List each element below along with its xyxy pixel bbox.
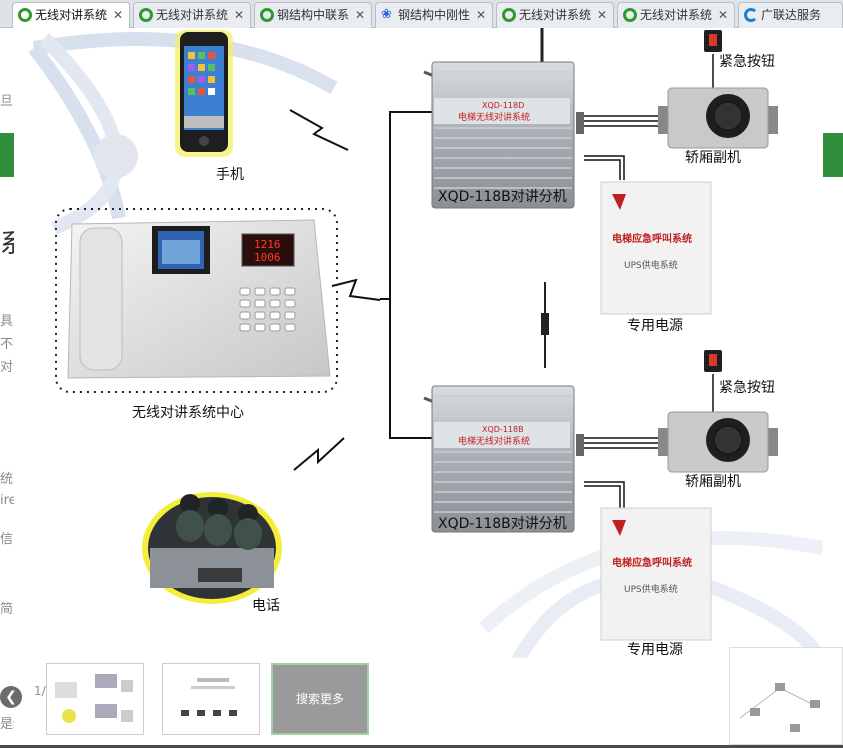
power-box-sub: UPS供电系统 bbox=[624, 583, 678, 595]
power-box-title: 电梯应急呼叫系统 bbox=[612, 232, 692, 245]
emergency-button-icon bbox=[704, 350, 722, 414]
power-box-title: 电梯应急呼叫系统 bbox=[612, 556, 692, 569]
cabin-label-bottom: 轿厢副机 bbox=[685, 474, 741, 490]
search-icon bbox=[623, 8, 637, 22]
bg-fragment: 简 bbox=[0, 602, 14, 617]
close-icon[interactable]: ✕ bbox=[596, 8, 607, 22]
tab-6[interactable]: 无线对讲系统✕ bbox=[617, 2, 735, 28]
tab-7[interactable]: 广联达服务 bbox=[738, 2, 843, 28]
thumbnail-preview bbox=[55, 674, 133, 723]
intercom-unit-bottom: XQD-118B 电梯无线对讲系统 bbox=[423, 385, 584, 533]
search-more-button[interactable]: 搜索更多 bbox=[271, 663, 369, 735]
page-counter: 1/ bbox=[34, 684, 46, 698]
emergency-button-icon bbox=[704, 30, 722, 90]
chevron-left-icon[interactable]: ❮ bbox=[0, 686, 22, 708]
display-line-1: 1216 bbox=[254, 238, 281, 251]
unit-plate-text: 电梯无线对讲系统 bbox=[458, 111, 530, 123]
related-image-thumbnail[interactable] bbox=[729, 647, 843, 745]
center-label: 无线对讲系统中心 bbox=[132, 405, 244, 421]
unit-model-text: XQD-118D bbox=[482, 101, 524, 110]
thumbnail-2[interactable] bbox=[162, 663, 260, 735]
antenna-icon bbox=[541, 282, 549, 368]
paw-icon: ❀ bbox=[381, 7, 392, 22]
power-supply-box: 电梯应急呼叫系统 UPS供电系统 bbox=[600, 507, 712, 641]
image-viewer: 手机 1216 1006 无线对讲系统中心 电话 bbox=[14, 28, 823, 670]
thumbnail-1[interactable] bbox=[46, 663, 144, 735]
close-icon[interactable]: ✕ bbox=[233, 8, 244, 22]
emergency-label-bottom: 紧急按钮 bbox=[719, 380, 775, 396]
power-label-top: 专用电源 bbox=[627, 318, 683, 334]
search-icon bbox=[260, 8, 274, 22]
telephone-operators-photo bbox=[142, 492, 282, 604]
cable-bottom bbox=[584, 437, 662, 508]
emergency-label-top: 紧急按钮 bbox=[719, 54, 775, 70]
cable-top bbox=[584, 115, 672, 180]
search-icon bbox=[502, 8, 516, 22]
cabin-speaker-icon bbox=[658, 411, 778, 473]
intercom-center-console: 1216 1006 bbox=[67, 219, 331, 379]
close-icon[interactable]: ✕ bbox=[354, 8, 365, 22]
bg-fragment: 统 bbox=[0, 472, 14, 487]
telephone-label: 电话 bbox=[252, 598, 280, 614]
cabin-speaker-icon bbox=[658, 87, 778, 149]
signal-zigzag-icon bbox=[331, 278, 381, 301]
intercom-unit-top: XQD-118D 电梯无线对讲系统 bbox=[423, 28, 584, 209]
signal-zigzag-icon bbox=[289, 109, 349, 151]
close-icon[interactable]: ✕ bbox=[717, 8, 728, 22]
tab-4[interactable]: ❀钢结构中刚性✕ bbox=[375, 2, 493, 28]
unit-model-text: XQD-118B bbox=[482, 425, 524, 434]
background-orb bbox=[94, 134, 138, 178]
power-label-bottom: 专用电源 bbox=[627, 642, 683, 658]
thumbnail-preview bbox=[739, 683, 821, 732]
thumbnail-preview bbox=[181, 678, 237, 716]
browser-icon bbox=[744, 8, 758, 22]
bg-fragment: 信 bbox=[0, 532, 14, 547]
search-icon bbox=[18, 8, 32, 22]
close-icon[interactable]: ✕ bbox=[475, 8, 486, 22]
power-box-sub: UPS供电系统 bbox=[624, 259, 678, 271]
search-icon bbox=[139, 8, 153, 22]
unit-label-bottom: XQD-118B对讲分机 bbox=[438, 516, 567, 532]
trunk-cable bbox=[380, 111, 434, 439]
tab-1[interactable]: 无线对讲系统✕ bbox=[12, 2, 130, 28]
bg-fragment: 旦 bbox=[0, 94, 14, 109]
display-line-2: 1006 bbox=[254, 251, 281, 264]
unit-label-top: XQD-118B对讲分机 bbox=[438, 189, 567, 205]
tab-5[interactable]: 无线对讲系统✕ bbox=[496, 2, 614, 28]
center-dotted-frame bbox=[55, 208, 338, 393]
tab-bar: 无线对讲系统✕ 无线对讲系统✕ 钢结构中联系✕ ❀钢结构中刚性✕ 无线对讲系统✕… bbox=[0, 0, 843, 28]
tab-3[interactable]: 钢结构中联系✕ bbox=[254, 2, 372, 28]
signal-zigzag-icon bbox=[293, 437, 345, 471]
thumbnail-strip: 1/ 搜索更多 bbox=[14, 658, 823, 745]
tab-2[interactable]: 无线对讲系统✕ bbox=[133, 2, 251, 28]
phone-label: 手机 bbox=[216, 167, 244, 183]
close-icon[interactable]: ✕ bbox=[112, 8, 123, 22]
system-diagram: 手机 1216 1006 无线对讲系统中心 电话 bbox=[28, 28, 823, 670]
mobile-phone-icon bbox=[175, 30, 233, 157]
unit-plate-text: 电梯无线对讲系统 bbox=[458, 435, 530, 447]
power-supply-box: 电梯应急呼叫系统 UPS供电系统 bbox=[600, 181, 712, 315]
bg-fragment: ire bbox=[0, 493, 17, 508]
cabin-label-top: 轿厢副机 bbox=[685, 150, 741, 166]
